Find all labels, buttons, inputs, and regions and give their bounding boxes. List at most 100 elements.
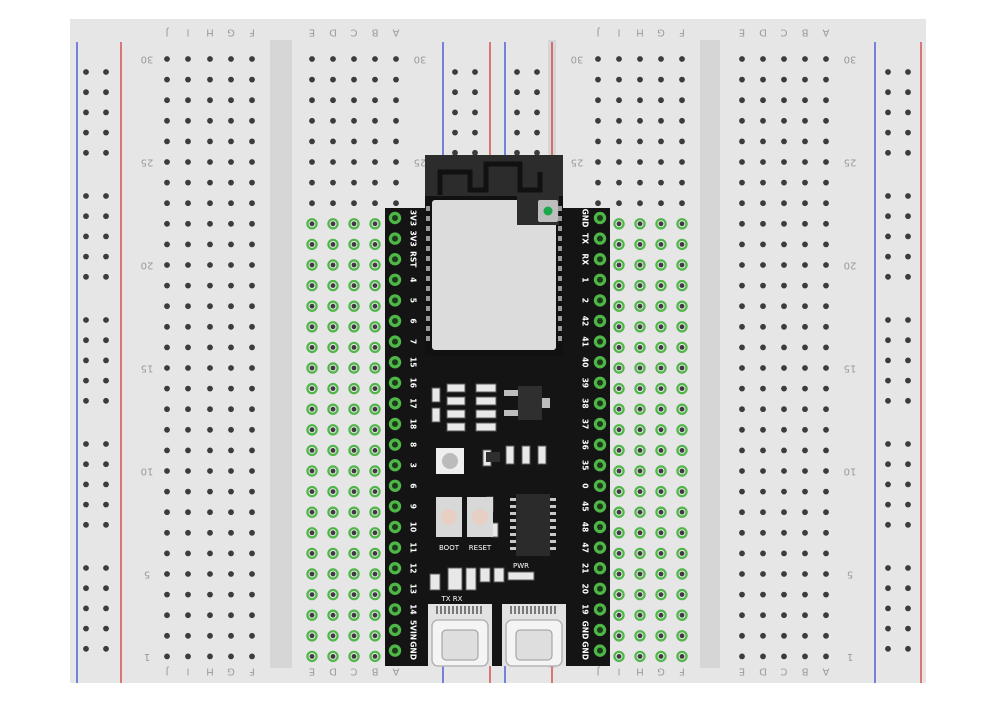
hole[interactable] [249,262,255,268]
hole[interactable] [249,323,255,330]
rail-hole[interactable] [83,377,89,384]
hole[interactable] [760,529,766,536]
hole[interactable] [393,117,399,124]
hole[interactable] [595,138,601,145]
rail-hole[interactable] [905,441,911,447]
hole-connected[interactable] [679,448,685,453]
hole-connected[interactable] [330,262,336,268]
rail-hole[interactable] [83,625,89,632]
hole[interactable] [164,138,170,145]
rail-hole[interactable] [83,337,89,344]
hole[interactable] [781,56,787,62]
hole[interactable] [781,591,787,598]
hole-connected[interactable] [330,345,336,350]
hole[interactable] [330,76,336,83]
hole[interactable] [228,468,234,474]
hole-connected[interactable] [679,242,685,247]
hole[interactable] [228,241,234,248]
rail-hole[interactable] [452,69,458,75]
hole-connected[interactable] [658,633,664,639]
hole[interactable] [802,571,808,577]
hole[interactable] [739,200,745,207]
hole-connected[interactable] [679,509,685,515]
hole-connected[interactable] [309,448,315,453]
hole-connected[interactable] [616,633,622,639]
hole[interactable] [616,76,622,83]
hole-connected[interactable] [637,571,643,577]
hole[interactable] [372,76,378,83]
hole-connected[interactable] [309,633,315,639]
hole-connected[interactable] [330,612,336,618]
rail-hole[interactable] [472,89,478,96]
hole[interactable] [351,117,357,124]
hole[interactable] [595,117,601,124]
hole-connected[interactable] [679,654,685,659]
hole-connected[interactable] [679,386,685,391]
hole[interactable] [185,56,191,62]
hole[interactable] [228,220,234,227]
rail-hole[interactable] [103,337,109,344]
hole[interactable] [823,179,829,186]
hole-connected[interactable] [309,468,315,474]
rail-hole[interactable] [103,193,109,199]
hole[interactable] [781,509,787,516]
hole[interactable] [228,509,234,516]
hole[interactable] [309,56,315,62]
hole-connected[interactable] [309,386,315,391]
hole[interactable] [658,117,664,124]
hole[interactable] [781,426,787,433]
rail-hole[interactable] [83,213,89,220]
hole[interactable] [228,426,234,433]
hole-connected[interactable] [658,468,664,474]
hole[interactable] [249,385,255,392]
hole-connected[interactable] [658,592,664,597]
hole[interactable] [679,117,685,124]
esp32-s3-devkit[interactable]: 3V33V3RST456715161718836910111213145VING… [385,155,610,667]
rail-hole[interactable] [885,253,891,260]
hole-connected[interactable] [679,406,685,412]
hole[interactable] [637,97,643,104]
hole[interactable] [781,529,787,536]
hole[interactable] [249,138,255,145]
hole[interactable] [249,406,255,413]
hole[interactable] [802,97,808,104]
rail-hole[interactable] [472,129,478,136]
hole-connected[interactable] [351,592,357,597]
hole-connected[interactable] [372,612,378,618]
hole[interactable] [823,468,829,474]
hole[interactable] [164,612,170,619]
hole[interactable] [228,406,234,413]
hole[interactable] [781,97,787,104]
hole[interactable] [330,138,336,145]
rail-hole[interactable] [83,253,89,260]
hole-connected[interactable] [372,345,378,350]
hole[interactable] [207,323,213,330]
hole-connected[interactable] [372,262,378,268]
hole[interactable] [249,200,255,207]
hole-connected[interactable] [330,592,336,597]
hole[interactable] [616,97,622,104]
hole-connected[interactable] [330,303,336,309]
hole[interactable] [164,447,170,454]
hole[interactable] [781,344,787,351]
hole[interactable] [781,571,787,577]
rail-hole[interactable] [103,317,109,323]
hole[interactable] [228,179,234,186]
hole[interactable] [739,591,745,598]
hole[interactable] [760,571,766,577]
hole-connected[interactable] [637,530,643,536]
hole-connected[interactable] [372,283,378,288]
hole[interactable] [309,76,315,83]
hole[interactable] [760,426,766,433]
hole[interactable] [207,282,213,289]
hole[interactable] [802,323,808,330]
hole[interactable] [185,282,191,289]
rail-hole[interactable] [905,521,911,528]
hole[interactable] [802,365,808,371]
hole[interactable] [823,385,829,392]
rail-hole[interactable] [514,109,520,116]
hole[interactable] [823,447,829,454]
hole[interactable] [207,406,213,413]
hole-connected[interactable] [309,427,315,433]
hole[interactable] [802,612,808,619]
